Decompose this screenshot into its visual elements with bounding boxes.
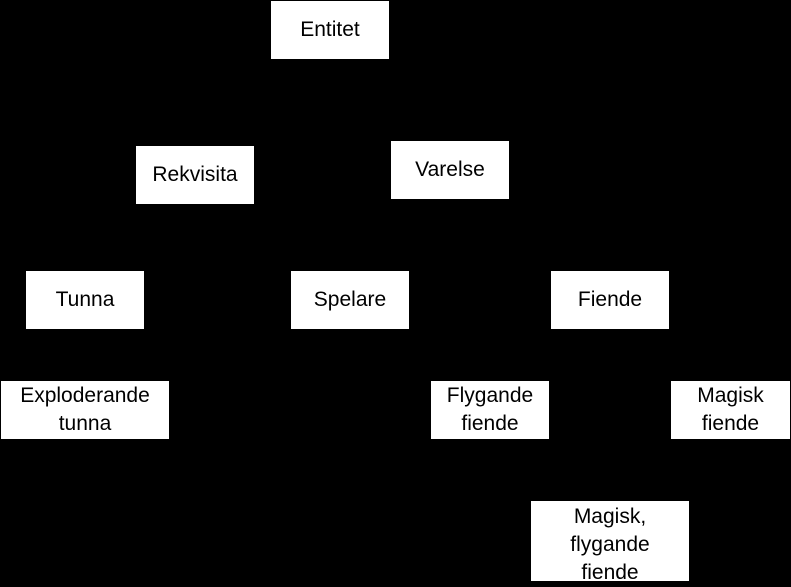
node-magisk-flygande-fiende: Magisk, flygande fiende (530, 500, 690, 584)
node-entitet: Entitet (270, 0, 390, 60)
edge-fiende-varelse (449, 199, 611, 271)
edge-rekvisita-entitet (194, 59, 331, 146)
edge-flygande_fiende-fiende (489, 329, 611, 381)
edge-tunna-rekvisita (84, 204, 196, 271)
node-spelare: Spelare (290, 270, 410, 330)
edge-magisk_flygande_fiende-flygande_fiende (489, 439, 611, 501)
edge-spelare-varelse (349, 199, 451, 271)
node-fiende: Fiende (550, 270, 670, 330)
node-exploderande-tunna: Exploderande tunna (0, 380, 170, 440)
node-magisk-fiende: Magisk fiende (670, 380, 791, 440)
node-rekvisita: Rekvisita (135, 145, 255, 205)
edge-magisk_flygande_fiende-magisk_fiende (609, 439, 731, 501)
node-varelse: Varelse (390, 140, 510, 200)
edge-varelse-entitet (329, 59, 451, 141)
node-tunna: Tunna (25, 270, 145, 330)
edge-magisk_fiende-fiende (609, 329, 731, 381)
node-flygande-fiende: Flygande fiende (430, 380, 550, 440)
